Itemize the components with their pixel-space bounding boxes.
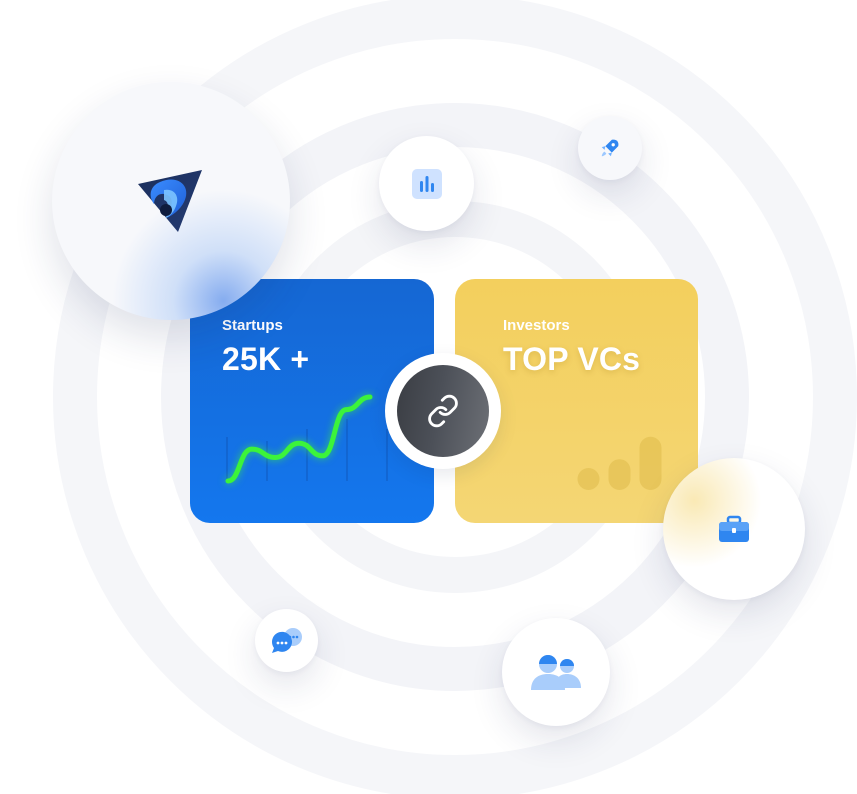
- chart-gridlines: [226, 419, 388, 481]
- signal-bar: [639, 436, 662, 490]
- analytics-bubble[interactable]: [379, 136, 474, 231]
- signal-bar: [577, 468, 600, 490]
- community-bubble[interactable]: [502, 618, 610, 726]
- rocket-bubble[interactable]: [578, 116, 642, 180]
- startups-trend-line: [225, 394, 373, 484]
- brand-logo-icon: [138, 170, 202, 232]
- briefcase-bubble[interactable]: [663, 458, 805, 600]
- brand-logo-bubble: [52, 82, 290, 320]
- startups-value: 25K +: [222, 341, 310, 377]
- investors-value: TOP VCs: [503, 341, 641, 377]
- chat-icon: [271, 627, 302, 653]
- startups-label: Startups: [222, 317, 283, 334]
- briefcase-icon: [719, 515, 749, 542]
- rocket-icon: [601, 139, 619, 157]
- chat-bubble[interactable]: [255, 609, 318, 672]
- investors-signal-chart: [577, 436, 662, 490]
- people-icon: [531, 655, 581, 690]
- bar-chart-icon: [411, 168, 442, 199]
- link-icon: [428, 394, 458, 428]
- signal-bar: [608, 459, 631, 490]
- startups-trend-chart: [225, 394, 388, 484]
- investors-label: Investors: [503, 317, 570, 334]
- connect-link-button[interactable]: [385, 353, 501, 469]
